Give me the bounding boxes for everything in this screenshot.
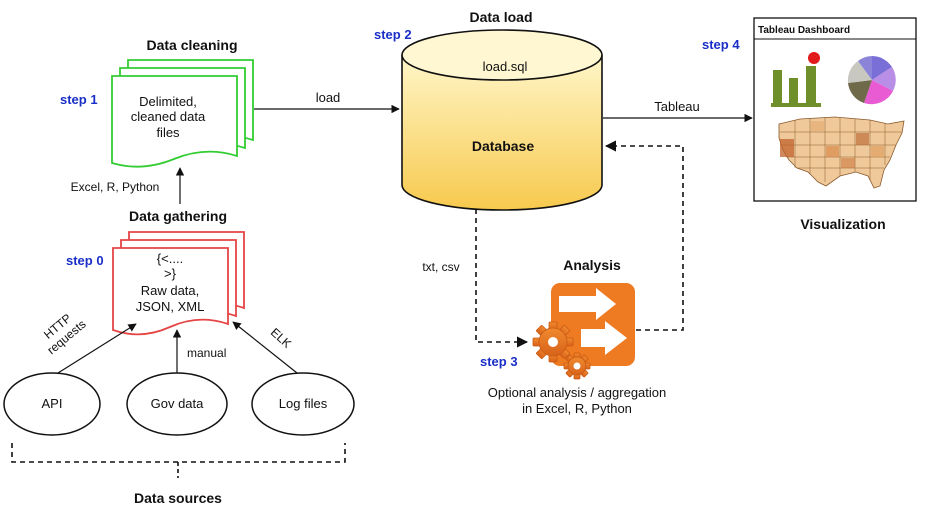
visualization-title: Visualization (800, 216, 885, 232)
analysis-title: Analysis (563, 257, 621, 273)
raw-doc-line-4: JSON, XML (136, 299, 205, 314)
svg-text:ELK: ELK (268, 325, 294, 351)
manual-label: manual (187, 346, 226, 360)
log-files-source: Log files (251, 372, 355, 436)
data-gathering-title: Data gathering (129, 208, 227, 224)
step-0-label: step 0 (66, 253, 104, 268)
dashboard-map-thumbnail (778, 116, 905, 189)
api-to-gathering-arrow (57, 323, 137, 374)
logs-to-gathering-arrow (232, 321, 298, 374)
cleaned-doc-line-3: files (156, 125, 180, 140)
raw-doc-line-2: >} (164, 266, 177, 281)
cleaned-doc-line-1: Delimited, (139, 94, 197, 109)
dashboard-pie-thumbnail (847, 56, 896, 105)
api-source: API (3, 372, 101, 436)
analysis-icon (532, 283, 635, 380)
txt-csv-label: txt, csv (422, 260, 459, 274)
raw-doc-line-3: Raw data, (141, 283, 200, 298)
tableau-dashboard: Tableau Dashboard (753, 17, 917, 202)
database-cylinder (401, 29, 603, 211)
gov-data-label: Gov data (151, 396, 205, 411)
api-label: API (42, 396, 63, 411)
raw-doc-line-1: {<.... (157, 251, 183, 266)
analysis-to-db-arrow (604, 140, 684, 331)
dashboard-bar-thumbnail (771, 52, 821, 107)
cleaned-doc-line-2: cleaned data (131, 109, 206, 124)
tableau-label: Tableau (654, 99, 700, 114)
data-sources-bracket (11, 443, 346, 463)
data-sources-title: Data sources (134, 490, 222, 506)
load-sql-label: load.sql (483, 59, 528, 74)
db-to-analysis-arrow (475, 209, 529, 348)
elk-label: ELK (268, 325, 294, 351)
analysis-caption-2: in Excel, R, Python (522, 401, 632, 416)
analysis-caption-1: Optional analysis / aggregation (488, 385, 667, 400)
step-1-label: step 1 (60, 92, 98, 107)
step-4-label: step 4 (702, 37, 740, 52)
gov-data-source: Gov data (126, 372, 228, 436)
excel-r-python-label: Excel, R, Python (71, 180, 160, 194)
database-label: Database (472, 138, 534, 154)
http-requests-label: HTTP requests (41, 311, 89, 357)
step-3-label: step 3 (480, 354, 518, 369)
raw-data-doc-stack (112, 231, 245, 336)
data-load-title: Data load (469, 9, 532, 25)
log-files-label: Log files (279, 396, 328, 411)
data-cleaning-title: Data cleaning (146, 37, 237, 53)
load-label: load (316, 90, 341, 105)
cleaned-files-doc-stack (111, 59, 254, 168)
dashboard-title: Tableau Dashboard (758, 25, 850, 36)
step-2-label: step 2 (374, 27, 412, 42)
